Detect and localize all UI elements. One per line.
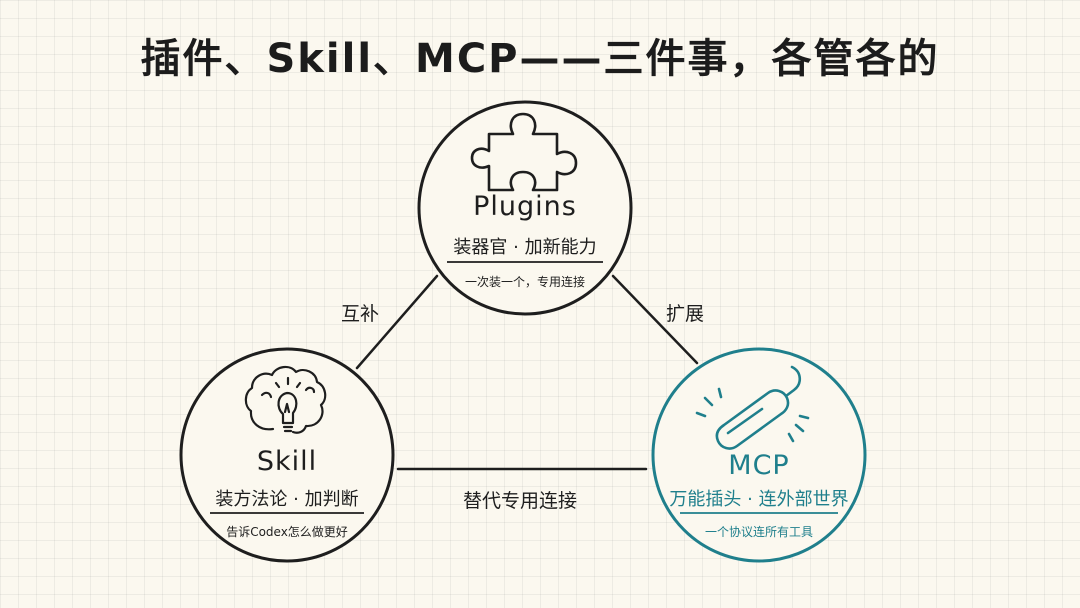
skill-node-circle xyxy=(179,347,395,563)
puzzle-piece-icon xyxy=(470,112,578,192)
skill-node-role: 装方法论 · 加判断 xyxy=(215,489,359,510)
usb-c-plug-icon xyxy=(695,365,810,450)
mcp-node-name: MCP xyxy=(728,450,790,481)
edge-label-extend: 扩展 xyxy=(665,303,704,325)
plugins-node-name: Plugins xyxy=(473,191,577,222)
edge-label-replace-dedicated: 替代专用连接 xyxy=(462,490,577,512)
mcp-node-desc: 一个协议连所有工具 xyxy=(704,525,813,539)
edge-plugins-mcp-line xyxy=(611,274,699,365)
diagram-title: 插件、Skill、MCP——三件事，各管各的 xyxy=(140,36,940,82)
skill-node-name: Skill xyxy=(256,446,318,477)
edge-skill-plugins-line xyxy=(355,274,439,370)
plugins-node-desc: 一次装一个，专用连接 xyxy=(464,275,585,289)
edge-label-complement: 互补 xyxy=(340,303,379,325)
mcp-node-role: 万能插头 · 连外部世界 xyxy=(669,489,849,510)
skill-node-desc: 告诉Codex怎么做更好 xyxy=(226,525,348,539)
brain-lightbulb-icon xyxy=(244,365,327,434)
plugins-node-role: 装器官 · 加新能力 xyxy=(453,237,597,258)
mcp-node-circle xyxy=(651,347,867,563)
